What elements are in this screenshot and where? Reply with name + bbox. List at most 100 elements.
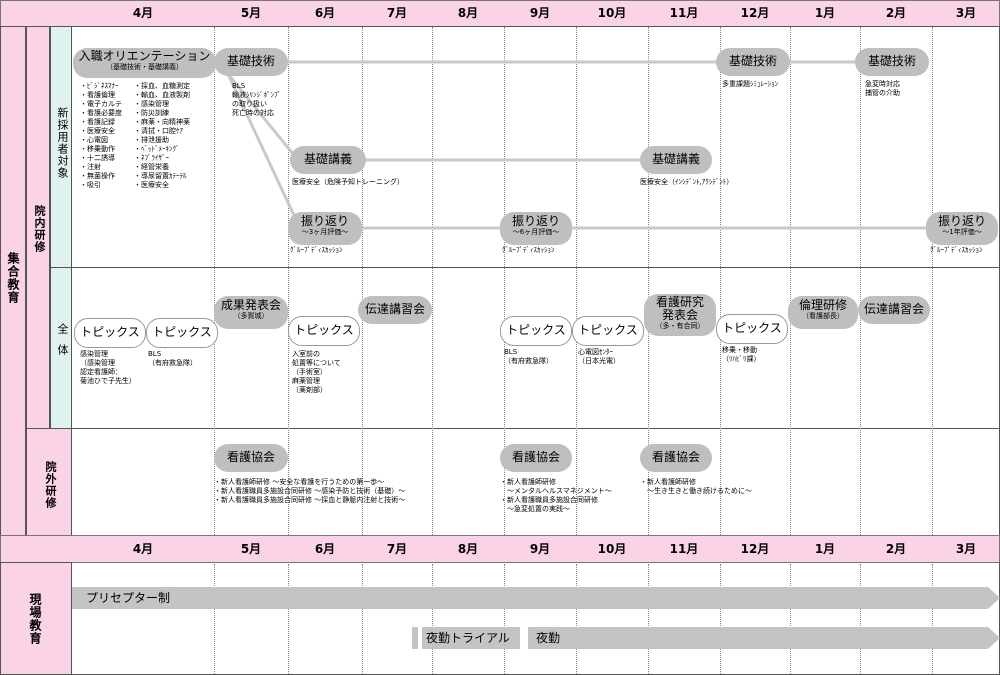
month-label: 2月 [885,542,907,556]
month-header-bottom [0,535,1000,563]
month-label: 3月 [955,6,977,20]
month-label: 6月 [314,542,336,556]
month-divider [720,564,721,674]
orientation-notes-col1: ・ﾋﾞｼﾞﾈｽﾏﾅｰ ・看護倫理 ・電子カルテ ・看護必要度 ・看護記録 ・医療… [80,82,122,189]
all-staff-cell: 全体 [50,267,72,429]
review-pill-1y: 振り返り ～1年評価～ [926,212,998,245]
topics-pill: トピックス [146,318,218,348]
topics-pill: トピックス [572,316,644,346]
month-label: 1月 [814,542,836,556]
topics-notes: 入室前の 処置等について （手術室） 麻薬管理 （薬剤部） [292,350,341,394]
month-row-bottom: 4月 5月 6月 7月 8月 9月 10月 11月 12月 1月 2月 3月 [72,536,1000,563]
month-label: 5月 [240,6,262,20]
month-divider [576,564,577,674]
month-divider [504,564,505,674]
new-staff-label: 新採用者対象 [56,107,69,179]
basic-skill-notes-dec: 多重課題ｼﾐｭﾚｰｼｮﾝ [722,80,778,88]
results-presentation-pill: 成果発表会 （多賀城） [214,296,288,329]
month-label: 8月 [457,542,479,556]
night-shift-label: 夜勤 [536,631,561,645]
month-label: 2月 [885,6,907,20]
results-label: 成果発表会 [220,298,281,312]
month-label: 7月 [386,6,408,20]
nursing-association-pill: 看護協会 [500,444,572,472]
month-label: 11月 [669,6,699,20]
month-divider [860,564,861,674]
month-divider [648,27,649,535]
month-divider [214,564,215,674]
month-label: 1月 [814,6,836,20]
month-label: 10月 [597,542,627,556]
month-label: 4月 [132,542,154,556]
orientation-sub: （基礎技術・基礎講義） [106,63,183,71]
transfer-lecture-pill: 伝達講習会 [858,296,930,324]
review-pill-3m: 振り返り ～3ヶ月評価～ [288,212,362,245]
ethics-sub: （看護部長） [802,312,844,320]
group-education-cell: 集合教育 [0,26,26,536]
month-divider [790,27,791,535]
month-label: 8月 [457,6,479,20]
all-staff-label: 全体 [56,323,69,365]
nursing-association-pill: 看護協会 [214,444,288,472]
research-line2: 発表会 [661,308,698,322]
month-label: 4月 [132,6,154,20]
topics-notes: 移乗・移動 （ﾘﾊﾋﾞﾘ課） [722,346,761,363]
review-sub: ～1年評価～ [942,228,982,236]
orientation-pill: 入職オリエンテーション （基礎技術・基礎講義） [73,48,216,78]
external-cell: 院外研修 [26,428,72,536]
month-divider [362,564,363,674]
month-label: 12月 [740,542,770,556]
month-divider [720,27,721,535]
topics-notes: 感染管理 （感染管理 認定看護師： 菊池ひで子先生） [80,350,136,385]
month-label: 10月 [597,6,627,20]
basic-skill-pill-may: 基礎技術 [214,48,288,76]
basic-skill-notes-may: BLS 輸液ｼﾘﾝｼﾞﾎﾟﾝﾌﾟ の取り扱い 死亡時の対応 [232,82,281,117]
basic-lecture-pill-jun: 基礎講義 [290,146,366,174]
topics-pill: トピックス [500,316,572,346]
review-pill-6m: 振り返り ～6ヶ月評価～ [500,212,572,245]
orientation-notes-col2: ・採血、血糖測定 ・輸血、血液製剤 ・感染管理 ・防災訓練 ・麻薬・向精神薬 ・… [134,82,190,189]
arrow-tip-icon [988,627,1000,649]
month-divider [288,564,289,674]
basic-lecture-pill-nov: 基礎講義 [640,146,712,174]
transfer-lecture-pill: 伝達講習会 [358,296,432,324]
month-divider [860,27,861,535]
grid-divider [72,428,1000,429]
review-note-3m: ｸﾞﾙｰﾌﾟﾃﾞｨｽｶｯｼｮﾝ [290,246,343,254]
review-label: 振り返り [300,214,349,228]
month-divider [648,564,649,674]
month-row-top: 4月 5月 6月 7月 8月 9月 10月 11月 12月 1月 2月 3月 [72,0,1000,27]
month-divider [576,27,577,535]
basic-skill-pill-feb: 基礎技術 [855,48,929,76]
month-label: 5月 [240,542,262,556]
night-shift-arrow: 夜勤 [528,627,1000,649]
preceptor-arrow: プリセプター制 [72,587,1000,609]
night-trial-label: 夜勤トライアル [426,631,510,645]
month-label: 3月 [955,542,977,556]
review-sub: ～6ヶ月評価～ [512,228,560,236]
month-label: 9月 [529,542,551,556]
preceptor-label: プリセプター制 [86,591,171,605]
month-divider [432,27,433,535]
nursing-association-notes: ・新人看護師研修 ～生き生きと働き続けるために～ [640,478,752,495]
topics-notes: BLS （有府救急隊） [504,348,553,365]
topics-notes: BLS （有府救急隊） [148,350,197,367]
month-divider [214,27,215,535]
onsite-education-label: 現場教育 [28,593,42,645]
month-label: 12月 [740,6,770,20]
topics-pill: トピックス [74,318,146,348]
nursing-association-pill: 看護協会 [640,444,712,472]
onsite-education-cell: 現場教育 [0,562,72,675]
month-label: 7月 [386,542,408,556]
topics-pill: トピックス [716,314,788,344]
nursing-association-notes: ・新人看護師研修 ～安全な看護を行うための第一歩～ ・新人看護職員多施設合同研修… [214,478,406,504]
review-label: 振り返り [937,214,986,228]
month-label: 11月 [669,542,699,556]
group-education-label: 集合教育 [6,252,20,304]
basic-lecture-notes-nov: 医療安全（ｲﾝｼﾃﾞﾝﾄ,ｱｸｼﾃﾞﾝﾄ） [640,178,734,186]
review-sub: ～3ヶ月評価～ [301,228,349,236]
nursing-association-notes: ・新人看護師研修 ～メンタルヘルスマネジメント～ ・新人看護職員多施設合同研修 … [500,478,612,513]
month-divider [932,27,933,535]
arrow-tip-icon [988,587,1000,609]
